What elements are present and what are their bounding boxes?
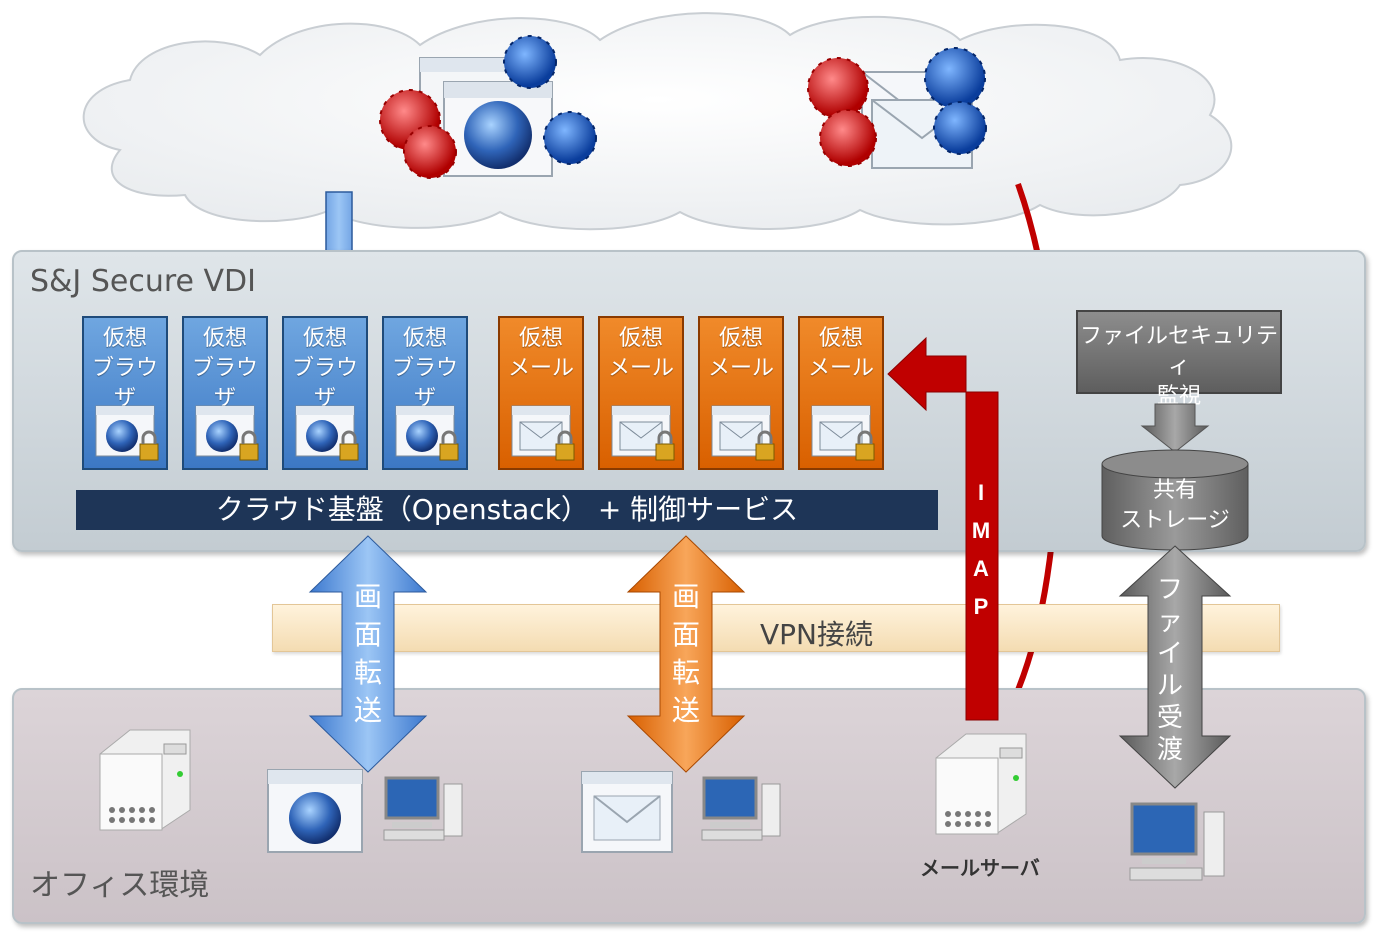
virtual-browser-4: 仮想 ブラウザ [382,316,468,470]
storage-graphics [1101,403,1249,789]
virtual-mail-label: 仮想 メール [507,326,574,381]
imap-arrow [887,336,999,721]
secure-mail-icon [511,405,575,461]
monitor-to-storage-arrow [1140,403,1210,453]
secure-mail-icon [811,405,875,461]
office-pc-icon-3 [1129,802,1225,881]
virtual-mail-2: 仮想 メール [598,316,684,470]
secure-browser-icon [295,405,359,461]
vpn-band [272,604,1280,652]
imap-label: I M A P [971,480,991,619]
cloud-browser-window [443,81,553,177]
cloud-platform-bar: クラウド基盤（Openstack） + 制御サービス [76,490,938,530]
virtual-mail-4: 仮想 メール [798,316,884,470]
virtual-browser-label: 仮想 ブラウザ [91,326,158,411]
office-mail-window-icon [581,771,673,853]
office-browser-window-icon [267,769,363,853]
globe-icon [289,792,341,844]
virtual-mail-label: 仮想 メール [707,326,774,381]
vdi-panel-title: S&J Secure VDI [30,264,256,299]
secure-browser-icon [95,405,159,461]
cloud-shape [82,12,1233,231]
globe-icon [464,101,532,169]
screen-transfer-label-1: 画 面 転 送 [353,580,382,727]
screen-transfer-label-2: 画 面 転 送 [671,580,700,727]
virtual-browser-1: 仮想 ブラウザ [82,316,168,470]
virus-blue-icon-3 [924,47,986,109]
secure-browser-icon [195,405,259,461]
screen-transfer-arrow-browser [308,535,428,773]
mail-server-label: メールサーバ [920,856,1040,880]
virtual-mail-1: 仮想 メール [498,316,584,470]
virus-red-icon-2 [403,125,457,179]
secure-browser-icon [395,405,459,461]
office-pc-icon [383,776,463,841]
virus-blue-icon-4 [933,101,987,155]
virus-red-icon-4 [819,109,877,167]
office-server-icon [99,729,191,831]
secure-mail-icon [611,405,675,461]
shared-storage-label: 共有 ストレージ [1120,478,1230,533]
office-panel-title: オフィス環境 [30,868,210,903]
virus-red-icon-3 [807,57,869,119]
virtual-mail-label: 仮想 メール [607,326,674,381]
secure-mail-icon [711,405,775,461]
virtual-browser-label: 仮想 ブラウザ [291,326,358,411]
screen-transfer-arrow-mail [626,535,746,773]
virtual-browser-label: 仮想 ブラウザ [191,326,258,411]
virtual-browser-2: 仮想 ブラウザ [182,316,268,470]
shared-storage-cylinder [1101,449,1249,551]
virtual-browser-label: 仮想 ブラウザ [391,326,458,411]
vpn-label: VPN接続 [760,618,873,651]
office-pc-icon-2 [701,776,781,841]
virus-blue-icon [503,35,557,89]
virtual-mail-label: 仮想 メール [807,326,874,381]
virtual-mail-3: 仮想 メール [698,316,784,470]
virtual-browser-3: 仮想 ブラウザ [282,316,368,470]
virus-blue-icon-2 [543,111,597,165]
file-transfer-arrow [1118,545,1232,789]
mail-server-icon [935,733,1027,835]
file-security-monitor: ファイルセキュリティ 監視 [1076,310,1282,409]
file-transfer-label: ファ イル 受 渡 [1156,575,1183,765]
